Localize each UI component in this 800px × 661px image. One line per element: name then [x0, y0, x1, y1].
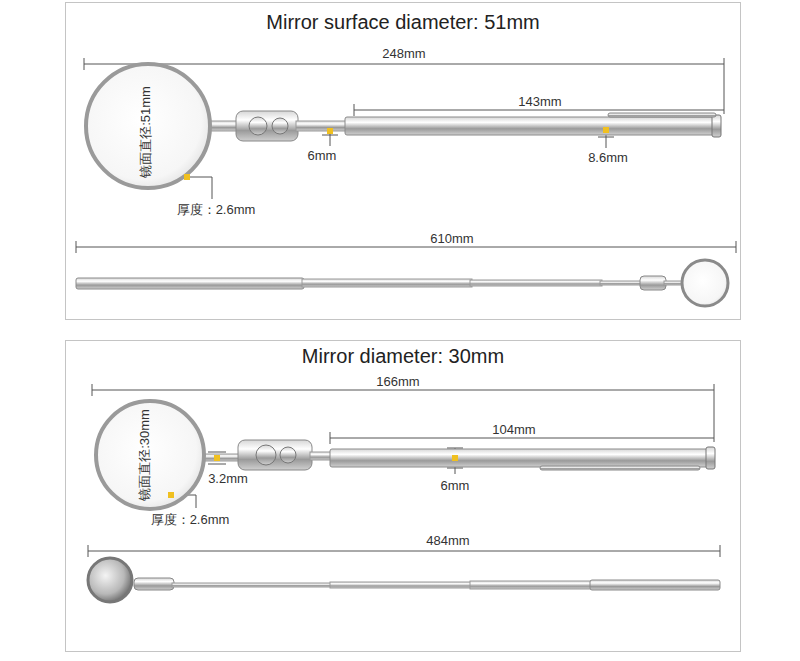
dimension-lines — [76, 58, 736, 253]
dimension-label: 厚度：2.6mm — [149, 513, 232, 527]
panel-heading: Mirror surface diameter: 51mm — [66, 11, 740, 34]
dimension-label: 3.2mm — [206, 472, 250, 486]
large-mirror-extended — [76, 260, 728, 306]
dimension-label: 610mm — [428, 232, 475, 246]
small-mirror-extended — [88, 558, 720, 602]
dimension-label: 166mm — [374, 375, 421, 389]
dimension-label: 8.6mm — [586, 151, 630, 165]
mirror-diameter-note: 镜面直径:51mm — [139, 84, 153, 180]
large-mirror-tool — [86, 64, 721, 188]
panel-heading: Mirror diameter: 30mm — [66, 345, 740, 368]
small-mirror-tool — [96, 401, 715, 509]
dimension-label: 104mm — [490, 423, 537, 437]
dimension-label: 6mm — [439, 479, 472, 493]
dimension-label: 厚度：2.6mm — [175, 203, 258, 217]
dimension-lines — [88, 384, 720, 557]
dimension-label: 143mm — [516, 95, 563, 109]
dimension-label: 484mm — [424, 534, 471, 548]
mirror-diameter-note: 镜面直径:30mm — [138, 407, 152, 503]
dimension-label: 248mm — [380, 47, 427, 61]
dimension-label: 6mm — [306, 149, 339, 163]
